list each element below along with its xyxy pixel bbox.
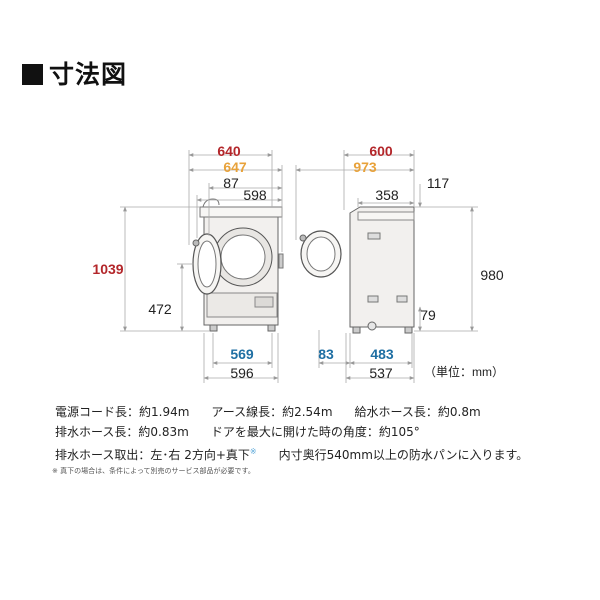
front-door-width-label: 647: [223, 159, 247, 175]
side-door-open-depth-label: 973: [353, 159, 377, 175]
side-top-step-label: 117: [427, 175, 450, 191]
drain-hose-direction: 排水ホース取出：左･右 2方向+真下: [55, 448, 250, 462]
water-supply-hose-length: 給水ホース長：約0.8m: [354, 405, 481, 419]
front-base-width-label: 596: [230, 365, 254, 381]
note-mark: ※: [249, 447, 257, 456]
specifications: 電源コード長：約1.94m アース線長：約2.54m 給水ホース長：約0.8m 排水…: [55, 402, 528, 465]
waterproof-pan-note: 内寸奥行540mm以上の防水パンに入ります。: [278, 448, 529, 462]
unit-label: （単位：mm）: [424, 364, 504, 379]
side-depth-total-label: 600: [369, 143, 393, 159]
side-height-label: 980: [480, 267, 504, 283]
door-open-angle: ドアを最大に開けた時の角度：約105°: [210, 425, 420, 439]
drain-hose-length: 排水ホース長：約0.83m: [55, 425, 189, 439]
ground-wire-length: アース線長：約2.54m: [211, 405, 333, 419]
spec-line-3: 排水ホース取出：左･右 2方向+真下※ 内寸奥行540mm以上の防水パンに入ります…: [55, 442, 528, 465]
spec-line-1: 電源コード長：約1.94m アース線長：約2.54m 給水ホース長：約0.8m: [55, 402, 528, 422]
footnote: ※ 真下の場合は、条件によって別売のサービス部品が必要です。: [52, 467, 255, 475]
side-view-machine: [299, 206, 415, 334]
front-offset-label: 87: [223, 175, 239, 191]
square-bullet-icon: [22, 64, 43, 85]
side-top-depth-label: 358: [375, 187, 399, 203]
dimension-lines: [120, 150, 478, 383]
spec-line-2: 排水ホース長：約0.83m ドアを最大に開けた時の角度：約105°: [55, 422, 528, 442]
power-cord-length: 電源コード長：約1.94m: [55, 405, 190, 419]
front-height-total-label: 1039: [92, 261, 123, 277]
front-door-height-label: 472: [148, 301, 172, 317]
front-view-machine: [192, 198, 284, 332]
front-foot-span-label: 569: [230, 346, 254, 362]
page-title: 寸法図: [22, 60, 127, 90]
side-base-depth-label: 537: [369, 365, 393, 381]
front-width-total-label: 640: [217, 143, 241, 159]
front-body-width-label: 598: [243, 187, 267, 203]
side-foot-depth-label: 483: [370, 346, 394, 362]
side-front-overhang-label: 83: [318, 346, 334, 362]
side-foot-height-label: 79: [420, 307, 436, 323]
